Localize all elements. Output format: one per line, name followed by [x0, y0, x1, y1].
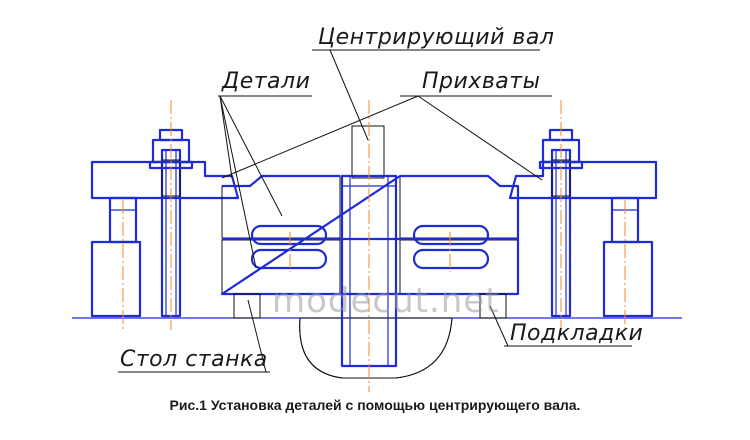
label-clamps: Прихваты	[422, 69, 540, 94]
label-parts: Детали	[221, 69, 310, 94]
left-clamp	[90, 128, 240, 318]
label-machine-table: Стол станка	[120, 347, 268, 372]
axis-lines	[122, 100, 626, 392]
label-centering-shaft: Центрирующий вал	[318, 25, 554, 50]
watermark: modecut.net	[272, 281, 500, 321]
figure-caption: Рис.1 Установка деталей с помощью центри…	[169, 397, 581, 413]
label-shims: Подкладки	[510, 321, 643, 346]
right-clamp	[508, 128, 658, 318]
shims	[233, 293, 507, 319]
leader-lines	[118, 49, 632, 373]
workpieces	[220, 174, 520, 296]
